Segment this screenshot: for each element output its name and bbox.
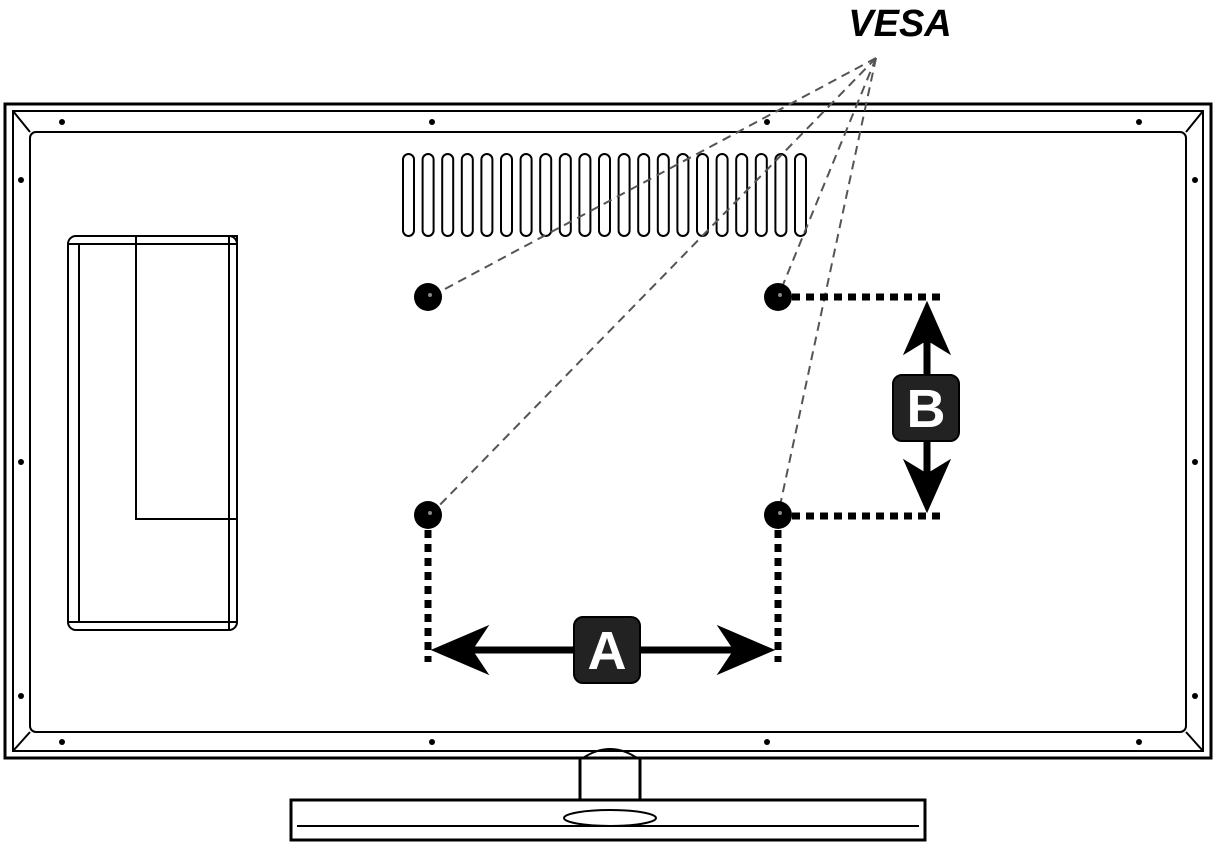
connector-panel (67, 235, 238, 631)
badge-b-label: B (907, 379, 946, 439)
vesa-title: VESA (848, 3, 951, 45)
vent-slot (598, 153, 611, 237)
vesa-hole-bottom-right (764, 501, 792, 529)
bezel-screw (1136, 119, 1142, 125)
bezel-screw (1192, 693, 1198, 699)
dimension-b-extensions (792, 293, 945, 520)
bezel-screws (18, 119, 1198, 745)
vent-slot (735, 153, 749, 237)
bezel-screw (59, 119, 65, 125)
stand-neck-top (582, 748, 638, 759)
vent-slot (754, 153, 768, 237)
dimension-a-badge: A (573, 616, 641, 684)
bevel-corner-tl (12, 110, 31, 133)
vent-slot (774, 153, 788, 237)
vent-slot (539, 153, 553, 237)
bezel-screw (429, 739, 435, 745)
vent-slot (637, 153, 651, 237)
connector-panel-outer (67, 235, 238, 631)
bezel-screw (18, 177, 24, 183)
connector-panel-cover (135, 235, 238, 520)
ventilation-grille (402, 153, 807, 237)
bezel-screw (429, 119, 435, 125)
vesa-hole-highlights (428, 293, 782, 515)
leader-line-top-left (429, 57, 877, 298)
bezel-screw (18, 693, 24, 699)
bezel-screw (1192, 459, 1198, 465)
vesa-hole-highlight (428, 511, 432, 515)
bevel-corner-tr (1185, 110, 1204, 133)
vent-slot (676, 153, 690, 237)
vesa-hole-bottom-left (414, 501, 442, 529)
vesa-hole-top-left (414, 283, 442, 311)
vent-slot (441, 153, 455, 237)
bezel-screw (59, 739, 65, 745)
leader-line-top-right (777, 57, 877, 298)
tv-stand (289, 748, 927, 842)
vent-slot (578, 153, 592, 237)
dimension-b-arrowhead-top (902, 300, 952, 356)
bezel-screw (1192, 177, 1198, 183)
dimension-a-arrowhead-left (430, 624, 490, 676)
bezel-screw (18, 459, 24, 465)
vent-slot (656, 153, 670, 237)
vent-slot (794, 153, 807, 237)
dimension-a-extensions (424, 530, 782, 662)
vent-slot (519, 153, 533, 237)
vent-slot (480, 153, 494, 237)
tv-bevel-outer (12, 110, 1204, 752)
dimension-b-arrowhead-bottom (902, 458, 952, 514)
vent-slot (715, 153, 729, 237)
tv-back-panel (29, 131, 1187, 733)
vent-slot (460, 153, 474, 237)
bezel-screw (764, 119, 770, 125)
vesa-leader-lines (429, 57, 877, 516)
stand-neck-foot (563, 809, 657, 827)
vesa-holes (414, 283, 792, 529)
badge-b-box (892, 374, 960, 442)
badge-a-label: A (588, 621, 627, 681)
vesa-hole-top-right (764, 283, 792, 311)
bezel-screw (764, 739, 770, 745)
leader-line-bottom-right (777, 57, 877, 516)
vent-slot (421, 153, 435, 237)
badge-a-box (573, 616, 641, 684)
bevel-corner-br (1185, 731, 1204, 752)
vesa-hole-highlight (778, 293, 782, 297)
dimension-a-arrowhead-right (716, 624, 776, 676)
bevel-corner-bl (12, 731, 31, 752)
leader-line-bottom-left (429, 57, 877, 516)
vesa-hole-highlight (778, 511, 782, 515)
vent-slot (696, 153, 709, 237)
vesa-hole-highlight (428, 293, 432, 297)
vent-slot (402, 153, 415, 237)
vent-slot (500, 153, 513, 237)
vent-slot (558, 153, 572, 237)
dimension-b-badge: B (892, 374, 960, 442)
bezel-screw (1136, 739, 1142, 745)
